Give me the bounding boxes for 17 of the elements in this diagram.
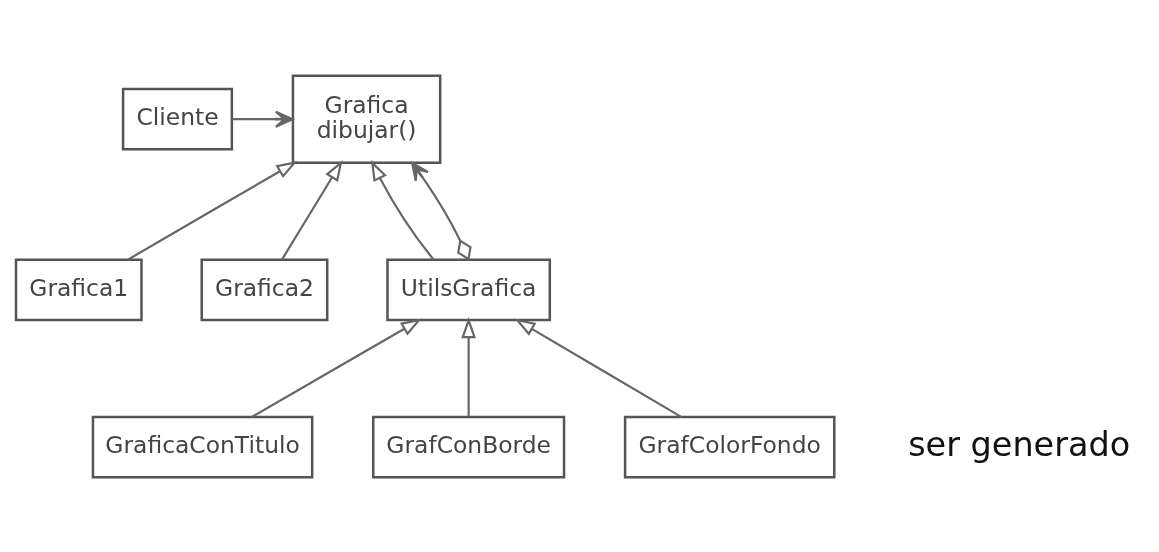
arrow <box>232 110 294 128</box>
node-box: GrafConBorde <box>372 415 566 479</box>
node-box: Grafica dibujar() <box>291 73 442 164</box>
arrow <box>251 318 422 418</box>
node-box: Cliente <box>121 87 234 151</box>
label: ser generado <box>908 424 1131 464</box>
arrow <box>410 161 472 261</box>
arrow <box>281 159 343 260</box>
node-box: Grafica1 <box>14 258 143 321</box>
node-box: UtilsGrafica <box>386 258 552 321</box>
node-box: GrafColorFondo <box>623 415 836 479</box>
arrow <box>127 160 298 260</box>
node-box: Grafica2 <box>200 258 329 321</box>
node-box: GraficaConTitulo <box>91 415 314 479</box>
arrow <box>370 159 435 260</box>
arrow <box>461 316 477 417</box>
arrow <box>514 318 682 418</box>
